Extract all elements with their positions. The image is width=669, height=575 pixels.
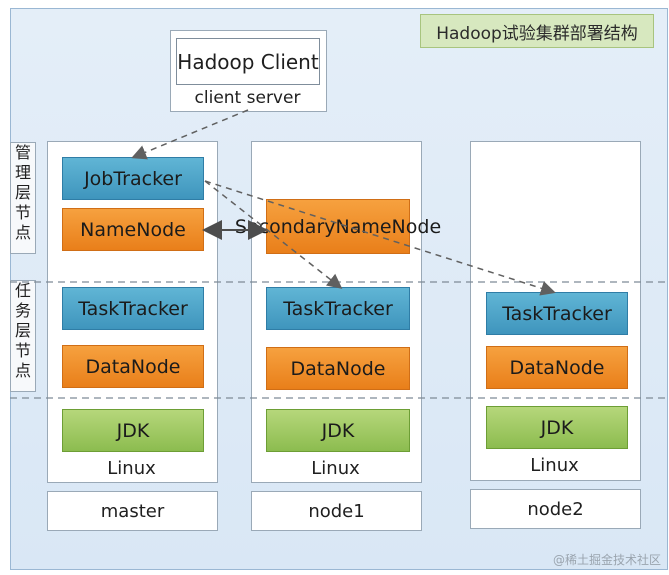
master-name-box: master [47, 491, 218, 531]
management-layer-text: 管 理 层 节 点 [14, 143, 31, 242]
master-datanode: DataNode [62, 345, 204, 388]
node2-datanode: DataNode [486, 346, 628, 389]
node1-name-box: node1 [251, 491, 422, 531]
diagram-title: Hadoop试验集群部署结构 [420, 14, 654, 48]
watermark: @稀土掘金技术社区 [552, 553, 661, 567]
task-layer-label: 任 务 层 节 点 [10, 280, 36, 392]
master-jobtracker: JobTracker [62, 157, 204, 200]
node1-linux-label: Linux [311, 458, 360, 479]
master-tasktracker: TaskTracker [62, 287, 204, 330]
node2-tasktracker: TaskTracker [486, 292, 628, 335]
node2-name-box: node2 [470, 489, 641, 529]
master-jdk: JDK [62, 409, 204, 452]
node1-tasktracker: TaskTracker [266, 287, 410, 330]
management-layer-label: 管 理 层 节 点 [10, 142, 36, 254]
client-server-label: client server [194, 88, 301, 108]
node1-secondarynamenode: SecondaryNameNode [235, 199, 441, 254]
node1-datanode: DataNode [266, 347, 410, 390]
task-layer-text: 任 务 层 节 点 [14, 281, 31, 380]
hadoop-client-box: Hadoop Client [176, 38, 320, 85]
master-namenode: NameNode [62, 208, 204, 251]
node1-jdk: JDK [266, 409, 410, 452]
master-linux-label: Linux [107, 458, 156, 479]
node2-linux-label: Linux [530, 455, 579, 476]
node2-jdk: JDK [486, 406, 628, 449]
